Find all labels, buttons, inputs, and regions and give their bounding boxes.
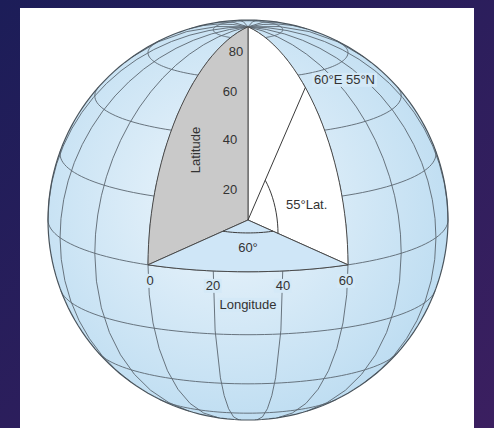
longitude-tick: 40 xyxy=(274,279,292,293)
latitude-tick: 60 xyxy=(223,85,237,99)
longitude-tick: 60 xyxy=(337,274,355,288)
globe-surface xyxy=(48,20,448,420)
latitude-tick: 40 xyxy=(223,133,237,147)
globe-outline xyxy=(48,20,448,420)
latitude-angle-arc xyxy=(265,180,278,233)
axis-title: Longitude xyxy=(217,298,278,312)
point-label: 60°E 55°N xyxy=(312,73,377,87)
angle-label: 60° xyxy=(238,241,258,255)
equator-plane xyxy=(148,220,348,272)
graticule xyxy=(48,20,448,420)
latitude-tick: 80 xyxy=(229,45,243,59)
angle-label: 55°Lat. xyxy=(286,198,327,212)
longitude-angle-arc xyxy=(223,231,273,233)
longitude-tick: 20 xyxy=(204,279,222,293)
longitude-tick: 0 xyxy=(144,274,155,288)
latitude-tick: 20 xyxy=(223,183,237,197)
globe xyxy=(48,20,448,420)
picture-panel xyxy=(20,8,474,428)
axis-title: Latitude xyxy=(189,127,203,173)
